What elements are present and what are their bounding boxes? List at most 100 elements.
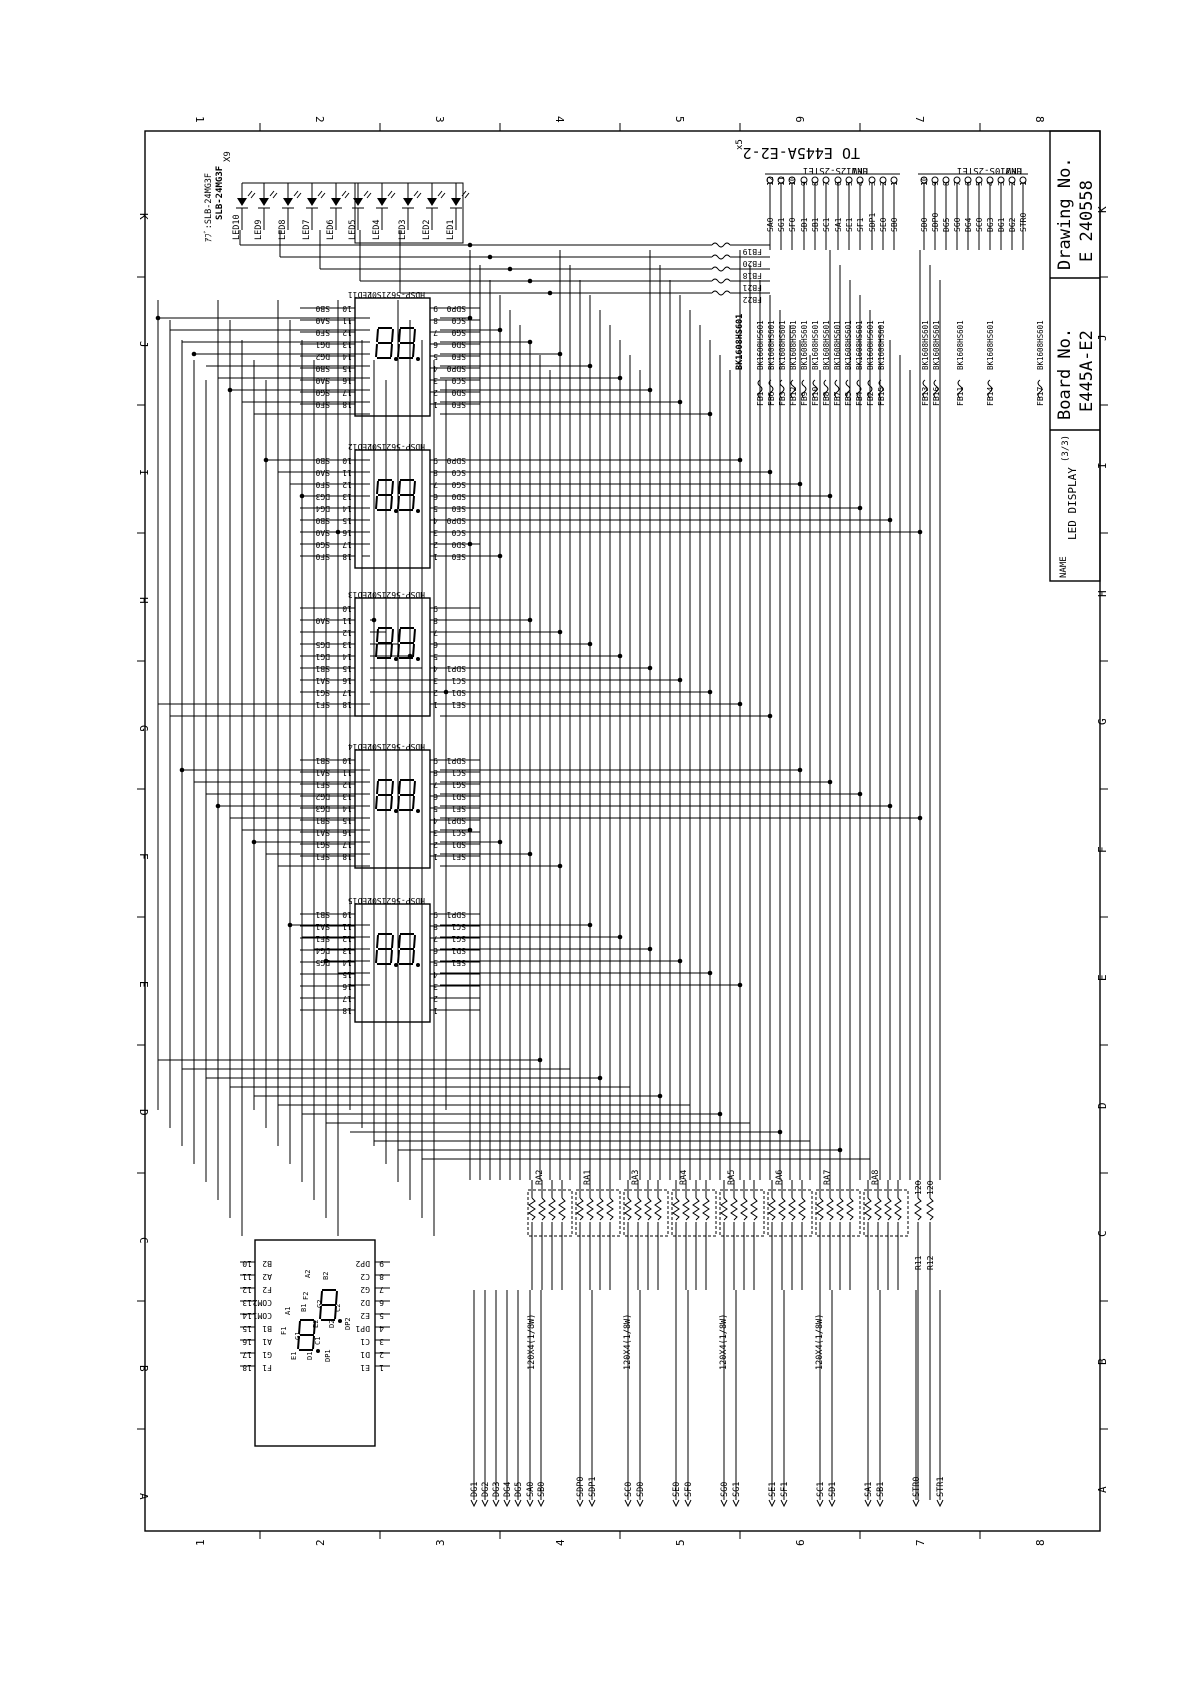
junction-dot xyxy=(587,641,593,647)
display-pin-number: 2 xyxy=(433,540,438,549)
display-pin-number: 18 xyxy=(342,552,352,561)
zone-row-label-left: A xyxy=(137,1493,150,1500)
led-diode-symbol xyxy=(259,198,269,206)
zone-row-label-left: I xyxy=(137,469,150,476)
display-pin-number: 16 xyxy=(342,828,352,837)
segment xyxy=(376,780,379,795)
decimal-point xyxy=(416,509,420,513)
display-pin-signal: SA1 xyxy=(315,676,330,685)
display-pin-signal: SE1 xyxy=(451,700,466,709)
zone-row-label-right: B xyxy=(1096,1358,1109,1365)
junction-dot xyxy=(215,803,221,809)
junction-dot xyxy=(467,242,473,248)
resistor-symbol xyxy=(826,1197,834,1221)
title-block: Drawing No. E 240558 Board No. E445A-E2 … xyxy=(1049,130,1101,582)
display-pin-number: 15 xyxy=(342,970,352,979)
led-ref-label: LED3 xyxy=(398,220,408,240)
junction-dot xyxy=(527,617,533,623)
resistor-symbol xyxy=(730,1197,738,1221)
ferrite-bead-symbol xyxy=(711,254,731,260)
display-pin-number: 7 xyxy=(433,934,438,943)
pinout-segment-label: DP2 xyxy=(344,1317,352,1330)
resistor-symbol xyxy=(576,1197,584,1221)
seven-segment-digit xyxy=(375,627,398,661)
display-pin-number: 9 xyxy=(433,910,438,919)
display-pin-signal: SF0 xyxy=(315,552,330,561)
junction-dot xyxy=(527,851,533,857)
display-pin-number: 1 xyxy=(433,700,438,709)
junction-dot xyxy=(527,278,533,284)
bottom-signal-label: DG2 xyxy=(481,1482,491,1497)
display-ref: LED12 xyxy=(348,442,372,451)
signal-arrow xyxy=(672,1499,680,1508)
display-pin-number: 2 xyxy=(433,388,438,397)
segment xyxy=(397,795,400,810)
pinout-pin-number: 3 xyxy=(379,1337,384,1346)
display-pin-number: 10 xyxy=(342,604,352,613)
pinout-pin-number: 7 xyxy=(379,1285,384,1294)
pinout-pin-number: 18 xyxy=(242,1363,252,1372)
display-pin-number: 7 xyxy=(433,328,438,337)
display-pin-number: 13 xyxy=(342,492,352,501)
junction-dot xyxy=(737,701,743,707)
wiring xyxy=(155,230,941,1236)
display-ref: LED13 xyxy=(348,590,372,599)
zone-col-label-bottom: 3 xyxy=(434,1539,447,1546)
signal-arrow xyxy=(537,1499,545,1508)
pinout-segment-label: B1 xyxy=(300,1304,308,1312)
display-pin-signal: SG0 xyxy=(315,540,330,549)
resistor-array-ra1: RA1 xyxy=(575,1170,621,1290)
pinout-segment-label: C2 xyxy=(334,1304,342,1312)
display-part: HDSP-5621S02 xyxy=(367,896,425,905)
seven-segment-digit xyxy=(397,627,420,661)
ferrite-bead-symbol xyxy=(711,242,731,248)
ferrite-column-ref: FB10 xyxy=(811,387,820,406)
junction-dot xyxy=(263,457,269,463)
display-pin-signal: SF1 xyxy=(315,852,330,861)
display-pin-signal: SE1 xyxy=(451,958,466,967)
bottom-signal-label: SA1 xyxy=(864,1482,874,1497)
ferrite-bead-symbol xyxy=(933,379,939,399)
pinout-pin-number: 16 xyxy=(242,1337,252,1346)
display-pin-signal: SB0 xyxy=(315,364,330,373)
pinout-pin-number: 12 xyxy=(242,1285,252,1294)
zone-col-label-top: 2 xyxy=(313,116,326,123)
resistor-symbol xyxy=(740,1197,748,1221)
display-pin-number: 6 xyxy=(433,492,438,501)
segment xyxy=(412,795,415,810)
display-pin-number: 4 xyxy=(433,664,438,673)
led-emission-arrow xyxy=(437,190,443,197)
led-emission-arrow xyxy=(250,192,256,199)
bottom-signal-label: DG5 xyxy=(514,1482,524,1497)
resistor-symbol xyxy=(798,1197,806,1221)
display-pin-signal: SE0 xyxy=(451,400,466,409)
display-pin-number: 16 xyxy=(342,982,352,991)
pinout-pin-number: 13 xyxy=(242,1298,252,1307)
resistor-symbol xyxy=(874,1197,882,1221)
junction-dot xyxy=(527,339,533,345)
ferrite-top-ref: FB20 xyxy=(743,259,762,268)
pinout-pin-number: 8 xyxy=(379,1272,384,1281)
decimal-point xyxy=(394,963,398,967)
ferrite-column-ref: FB15 xyxy=(877,387,886,406)
signal-arrow xyxy=(526,1499,534,1508)
pinout-pin-signal: D1 xyxy=(360,1350,370,1359)
resistor-symbol xyxy=(720,1197,728,1221)
zone-row-label-left: E xyxy=(137,981,150,988)
sheet-number: (3/3) xyxy=(1061,435,1071,462)
signal-arrow xyxy=(684,1499,692,1508)
resistor-array-body xyxy=(671,1189,717,1237)
pinout-pin-number: 5 xyxy=(379,1311,384,1320)
ferrite-bead-symbol xyxy=(757,379,763,399)
pinout-segment-label: D1 xyxy=(306,1352,314,1360)
zone-row-label-left: K xyxy=(137,213,150,220)
signal-arrow xyxy=(732,1499,740,1508)
junction-dot xyxy=(155,315,161,321)
led-emission-arrow xyxy=(272,192,278,199)
display-pin-number: 1 xyxy=(433,852,438,861)
resistor-array-ref: RA7 xyxy=(823,1170,833,1185)
led-emission-arrow xyxy=(416,192,422,199)
junction-dot xyxy=(467,315,473,321)
